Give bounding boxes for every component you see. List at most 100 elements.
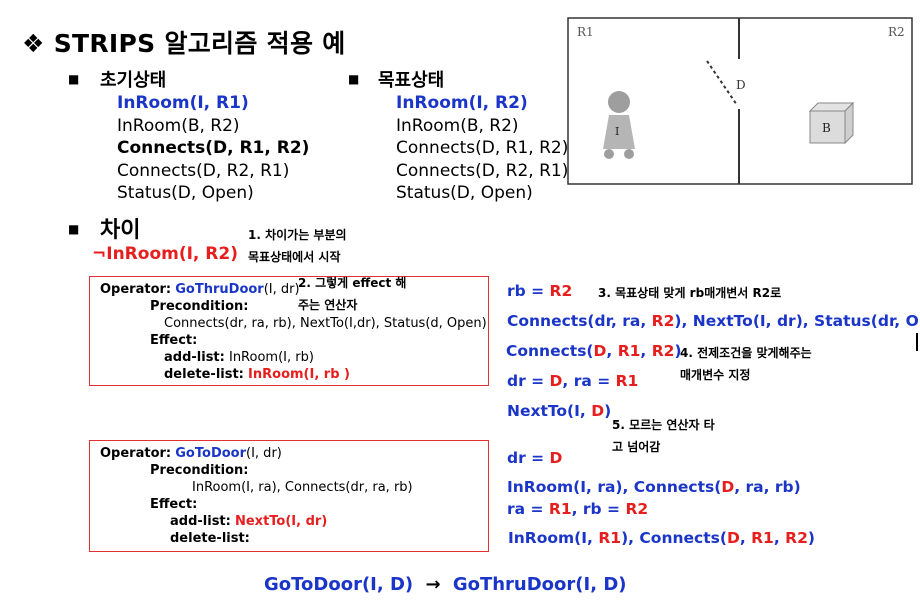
derivation-highlight: D: [721, 478, 735, 496]
operator-name: GoThruDoor: [175, 282, 264, 297]
derivation-text: Connects(: [506, 342, 594, 360]
bullet-dot: ■: [348, 72, 360, 86]
derivation-text: ): [674, 342, 682, 360]
derivation-text: , ra =: [562, 372, 616, 390]
derivation-text: , ra, rb): [734, 478, 801, 496]
derivation-text: dr =: [507, 372, 550, 390]
robot-icon: I: [603, 91, 635, 159]
derivation-text: ), Connects(: [621, 529, 727, 547]
delete-list-line: delete-list: InRoom(I, rb ): [98, 366, 480, 383]
box-front: [809, 110, 846, 144]
note-5-line: 5. 모르는 연산자 타: [612, 418, 715, 432]
derivation-highlight: D: [549, 372, 563, 390]
robot-wheel: [624, 149, 634, 159]
difference-heading: 차이: [100, 218, 141, 243]
note-4: 4. 전제조건을 맞게해주는 매개변수 지정: [680, 342, 812, 386]
derivation-highlight: D: [591, 402, 605, 420]
derivation-final: InRoom(I, R1), Connects(D, R1, R2): [508, 529, 815, 547]
derivation-rb: rb = R2: [507, 282, 572, 300]
derivation-highlight: D: [549, 449, 563, 467]
robot-body: [603, 115, 635, 149]
robot-wheel: [604, 149, 614, 159]
derivation-highlight: D: [593, 342, 607, 360]
initial-item: Connects(D, R2, R1): [117, 160, 290, 181]
edge-mark: [916, 333, 918, 351]
effect-label: Effect:: [150, 497, 198, 512]
goal-state-heading: 목표상태: [378, 70, 445, 91]
initial-item: Status(D, Open): [117, 183, 254, 203]
derivation-text: Connects(dr, ra,: [507, 312, 652, 330]
note-1: 1. 차이가는 부분의 목표상태에서 시작: [248, 224, 347, 268]
room-diagram: R1 R2 D I B: [567, 17, 913, 185]
derivation-highlight: R1: [615, 372, 639, 390]
derivation-text: ,: [606, 342, 618, 360]
derivation-text: ra =: [507, 500, 549, 518]
add-list-value: InRoom(I, rb): [228, 350, 314, 365]
note-5: 5. 모르는 연산자 타 고 넘어감: [612, 414, 715, 458]
initial-item: Connects(D, R1, R2): [117, 138, 310, 158]
operator-args: (I, dr): [246, 446, 282, 461]
derivation-text: rb =: [507, 282, 550, 300]
derivation-text: ,: [640, 342, 652, 360]
goal-item: InRoom(B, R2): [396, 115, 519, 136]
delete-list-line: delete-list:: [98, 530, 480, 547]
robot-label: I: [615, 125, 619, 138]
derivation-text: ,: [739, 529, 752, 547]
derivation-highlight: R2: [651, 312, 675, 330]
derivation-text: dr =: [507, 449, 550, 467]
derivation-connects-d: Connects(D, R1, R2): [506, 342, 682, 360]
delete-list-label: delete-list:: [164, 367, 244, 382]
derivation-highlight: R1: [617, 342, 641, 360]
initial-item: InRoom(B, R2): [117, 115, 240, 136]
operator-name: GoToDoor: [175, 446, 247, 461]
plan-line: GoToDoor(I, D) → GoThruDoor(I, D): [264, 574, 626, 595]
note-3: 3. 목표상태 맞게 rb매개변서 R2로: [598, 286, 782, 300]
add-list-label: add-list:: [170, 514, 231, 529]
delete-list-value: InRoom(I, rb ): [248, 367, 350, 382]
derivation-highlight: R2: [785, 529, 808, 547]
operator-box-gotodoor: Operator: GoToDoor(I, dr) Precondition: …: [89, 440, 489, 552]
derivation-text: NextTo(I,: [507, 402, 592, 420]
robot-head: [608, 91, 630, 113]
note-2-line: 2. 그렇게 effect 해: [298, 276, 407, 290]
derivation-dr: dr = D: [507, 449, 562, 467]
note-4-line: 매개변수 지정: [680, 368, 751, 382]
page-title: ❖ STRIPS 알고리즘 적용 예: [22, 29, 346, 58]
precondition-label: Precondition:: [150, 299, 249, 314]
note-2: 2. 그렇게 effect 해 주는 연산자: [298, 272, 406, 316]
initial-item: InRoom(I, R1): [117, 93, 249, 113]
goal-item: Connects(D, R1, R2): [396, 138, 569, 158]
note-4-line: 4. 전제조건을 맞게해주는: [680, 346, 812, 360]
derivation-connects-nextto: Connects(dr, ra, R2), NextTo(I, dr), Sta…: [507, 312, 920, 330]
operator-args: (I, dr): [263, 282, 300, 297]
derivation-text: , rb =: [571, 500, 626, 518]
plan-step-1: GoToDoor(I, D): [264, 574, 414, 595]
derivation-highlight: R2: [651, 342, 675, 360]
derivation-inroom-connects: InRoom(I, ra), Connects(D, ra, rb): [507, 478, 801, 496]
arrow-right-icon: →: [425, 574, 441, 595]
add-list-line: add-list: InRoom(I, rb): [98, 349, 480, 366]
operator-label: Operator:: [100, 446, 172, 461]
precondition-value: Connects(dr, ra, rb), NextTo(I,dr), Stat…: [164, 316, 487, 331]
derivation-ra-rb: ra = R1, rb = R2: [507, 500, 648, 518]
derivation-text: InRoom(I, ra), Connects(: [507, 478, 722, 496]
derivation-highlight: R2: [549, 282, 573, 300]
effect-label: Effect:: [150, 333, 198, 348]
derivation-text: ): [604, 402, 612, 420]
delete-list-label: delete-list:: [170, 531, 250, 546]
room1-label: R1: [577, 25, 594, 39]
note-1-line: 1. 차이가는 부분의: [248, 228, 347, 242]
difference-value: ¬InRoom(I, R2): [92, 244, 238, 264]
derivation-text: ), NextTo(I, dr), Status(dr, Open): [674, 312, 920, 330]
add-list-value: NextTo(I, dr): [234, 514, 328, 529]
goal-item: Connects(D, R2, R1): [396, 160, 569, 181]
derivation-dr-ra: dr = D, ra = R1: [507, 372, 638, 390]
derivation-highlight: R1: [751, 529, 774, 547]
plan-step-2: GoThruDoor(I, D): [452, 574, 627, 595]
derivation-text: InRoom(I,: [508, 529, 599, 547]
door-swing: [706, 60, 738, 106]
operator-label: Operator:: [100, 282, 172, 297]
note-1-line: 목표상태에서 시작: [248, 250, 341, 264]
derivation-highlight: R2: [625, 500, 649, 518]
room2-label: R2: [888, 25, 905, 39]
